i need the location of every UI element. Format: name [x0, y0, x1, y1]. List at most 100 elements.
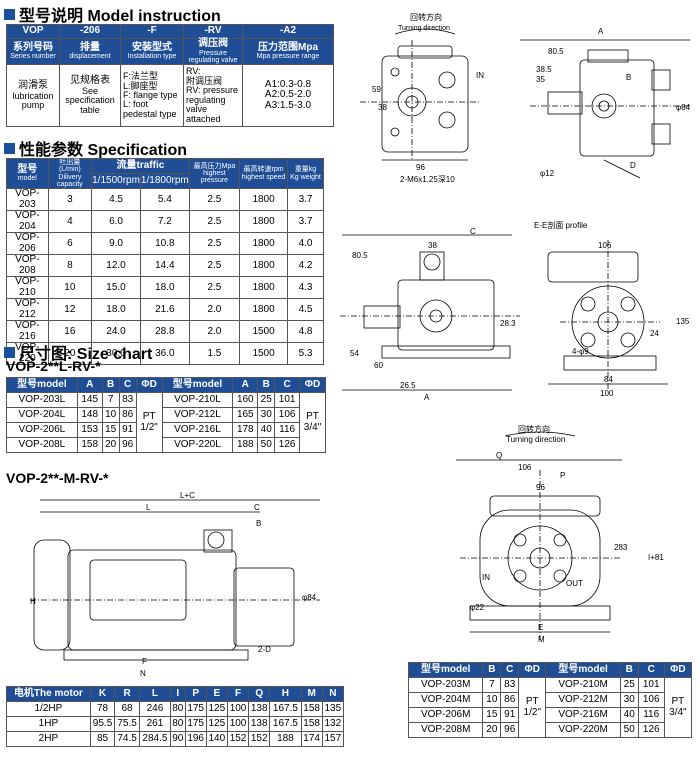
pump-front-view — [360, 28, 480, 161]
column-header: 型号model — [6, 377, 78, 393]
dim-106-m: 106 — [518, 463, 532, 472]
dim-d: D — [630, 161, 636, 170]
dim-c-l: C — [470, 227, 476, 236]
column-header: C — [118, 377, 137, 393]
dim-i-81: I+81 — [648, 553, 664, 562]
column-header: B — [482, 662, 502, 678]
dim-h: H — [30, 597, 36, 606]
table-cell: VOP-220M — [545, 722, 621, 738]
pump-side-view — [520, 39, 690, 179]
dim-2-d: 2-D — [258, 645, 271, 654]
table-cell: 5.3 — [287, 342, 324, 366]
table-cell: 20 — [47, 342, 93, 366]
table-cell: 86 — [500, 692, 520, 708]
dim-b-m: B — [256, 519, 261, 528]
dim-28-3: 28.3 — [500, 319, 516, 328]
l-type-front-view — [547, 240, 668, 390]
dim-283: 283 — [614, 543, 628, 552]
column-header: B — [619, 662, 639, 678]
dim-m6: 2-M6x1.25深10 — [400, 175, 455, 184]
dim-38-5: 38.5 — [536, 65, 552, 74]
table-cell: 188 — [232, 437, 259, 453]
dim-100: 100 — [600, 389, 614, 398]
column-header: C — [637, 662, 665, 678]
model-instruction-title: 型号说明 Model instruction — [4, 2, 221, 26]
dim-b: B — [626, 73, 631, 82]
dim-26-5: 26.5 — [400, 381, 416, 390]
table-cell: 96 — [500, 722, 520, 738]
dim-106: 106 — [598, 241, 612, 250]
table-cell: 158 — [76, 437, 103, 453]
table-cell: 152 — [248, 731, 271, 747]
table-cell: 157 — [321, 731, 345, 747]
dim-f: F — [142, 657, 147, 666]
column-header: L — [138, 686, 172, 702]
rotation-label-en: Turning direction — [398, 25, 450, 32]
l-type-side-view — [340, 234, 520, 391]
square-bullet-icon — [4, 8, 15, 20]
dim-96: 96 — [416, 163, 425, 172]
dim-59: 59 — [372, 85, 381, 94]
dim-q: Q — [496, 451, 502, 460]
column-header: 型号model — [407, 662, 484, 678]
rotation-label-cn: 回转方向 — [410, 12, 442, 22]
column-header: ΦD — [518, 662, 547, 678]
dim-a: A — [598, 27, 604, 36]
table-cell: VOP-208L — [6, 437, 78, 453]
dim-phi84-m: φ84 — [302, 593, 317, 602]
column-header: E — [205, 686, 228, 702]
square-bullet-icon — [4, 142, 15, 154]
table-cell: 126 — [637, 722, 665, 738]
dim-84: 84 — [604, 375, 613, 384]
column-header: ΦD — [663, 662, 693, 678]
table-cell: 126 — [274, 437, 301, 453]
l-type-title: VOP-2**L-RV-* — [6, 358, 101, 374]
out-label: OUT — [566, 579, 583, 588]
dim-phi12: φ12 — [540, 169, 555, 178]
in-label-m: IN — [482, 573, 490, 582]
table-cell: 2HP — [6, 731, 91, 747]
dim-l-c: L+C — [180, 491, 195, 500]
dim-54: 54 — [350, 349, 359, 358]
column-header: F — [226, 686, 250, 702]
dim-e: E — [538, 623, 543, 632]
table-cell: 96 — [118, 437, 137, 453]
dim-4-phi9: 4-φ9 — [572, 347, 589, 356]
column-header: M — [300, 686, 323, 702]
square-bullet-icon — [4, 346, 15, 358]
column-header: C — [500, 662, 520, 678]
rotation-label-cn-m: 回转方向 — [518, 424, 550, 434]
table-cell: 50 — [257, 437, 276, 453]
dim-phi22: φ22 — [470, 603, 485, 612]
dim-c-m: C — [254, 503, 260, 512]
table-cell: 284.5 — [138, 731, 172, 747]
column-header: B — [257, 377, 276, 393]
column-header: Q — [248, 686, 271, 702]
dim-a-l: A — [424, 393, 430, 402]
dim-80-5-l: 80.5 — [352, 251, 368, 260]
dim-60: 60 — [374, 361, 383, 370]
in-label: IN — [476, 71, 484, 80]
table-cell: 1.5 — [188, 342, 241, 366]
dim-l: L — [146, 503, 151, 512]
